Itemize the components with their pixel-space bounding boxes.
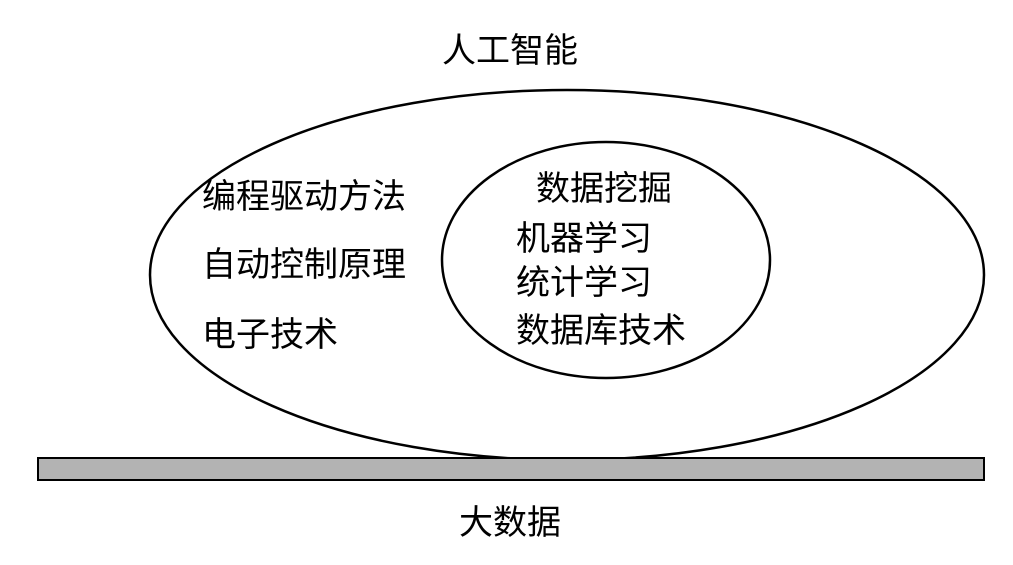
outer-item-electronics: 电子技术 [202,315,338,355]
inner-item-database-technology: 数据库技术 [516,311,686,351]
outer-item-programming-driven: 编程驱动方法 [202,177,406,217]
inner-ellipse [440,140,772,380]
ai-title: 人工智能 [442,31,578,71]
bigdata-title: 大数据 [459,503,561,543]
inner-item-machine-learning: 机器学习 [516,219,652,259]
outer-item-automatic-control: 自动控制原理 [202,245,406,285]
inner-item-statistical-learning: 统计学习 [516,263,652,303]
inner-item-data-mining: 数据挖掘 [536,169,672,209]
bigdata-bar [37,457,985,481]
